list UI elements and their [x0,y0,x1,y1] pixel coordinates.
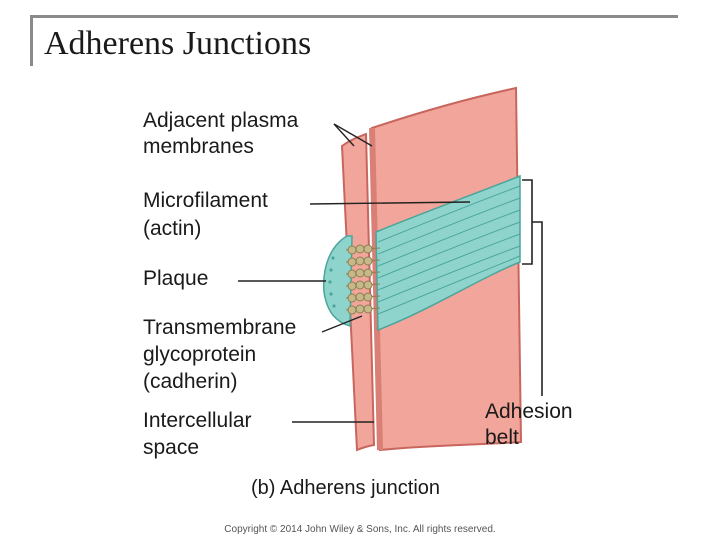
cadherin-pair [345,268,381,279]
slide-title: Adherens Junctions [44,25,312,62]
cadherin-pair [345,244,381,255]
label-adjacent-membranes-line2: membranes [143,135,254,158]
label-plaque: Plaque [143,267,208,290]
label-transmembrane-line3: (cadherin) [143,370,238,393]
bracket-adhesion-belt [532,221,543,396]
plaque-dot [329,292,333,296]
leader-line-membranes-right [333,123,373,147]
leader-lines [238,123,471,423]
cadherin-pair [345,292,381,303]
label-microfilament-line2: (actin) [143,217,201,240]
actin-filament [377,255,521,315]
plaque-dots [328,256,336,308]
diagram-caption: (b) Adherens junction [251,477,440,499]
label-transmembrane-line2: glycoprotein [143,343,256,366]
leader-line-microfilament [309,201,471,205]
cadherin-molecules [345,244,381,315]
plaque-dot [332,304,336,308]
cadherin-pair [345,304,381,315]
actin-filament [377,245,521,303]
leader-line-membranes-left [333,123,355,147]
plaque-dot [329,268,333,272]
cadherin-pair [345,256,381,267]
label-intercellular-line1: Intercellular [143,409,252,432]
actin-filament [377,233,521,291]
leader-line-transmembrane [321,315,363,333]
label-microfilament-line1: Microfilament [143,189,268,212]
bracket-microfilament [522,179,533,265]
plaque [322,235,353,327]
actin-filament [377,209,521,267]
adhesion-belt-brackets [522,179,543,396]
label-transmembrane-line1: Transmembrane [143,316,296,339]
label-adjacent-membranes-line1: Adjacent plasma [143,109,299,132]
label-intercellular-line2: space [143,436,199,459]
right-membrane-edge [369,127,383,451]
actin-filament [377,197,521,255]
microfilament-bundle [375,174,521,332]
frame-left-rule [30,15,33,66]
plaque-dot [331,256,335,260]
actin-filament [377,185,521,243]
actin-filament-lines [377,185,521,315]
actin-filament [377,221,521,279]
copyright-notice: Copyright © 2014 John Wiley & Sons, Inc.… [224,524,496,535]
frame-top-rule [30,15,678,18]
plaque-dot [328,280,332,284]
cadherin-pair [345,280,381,291]
label-adhesion-belt-line2: belt [485,426,519,449]
label-adhesion-belt-line1: Adhesion [485,400,573,423]
